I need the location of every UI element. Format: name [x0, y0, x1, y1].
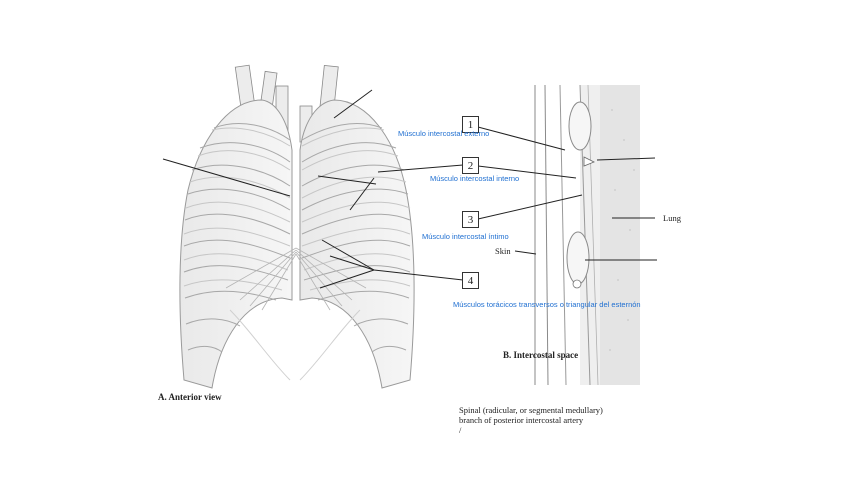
term-external-intercostal: Músculo intercostal externo	[398, 129, 490, 138]
term-transversus-thoracis: Músculos torácicos transversos o triangu…	[453, 300, 641, 309]
spinal-branch-line1: Spinal (radicular, or segmental medullar…	[459, 405, 603, 415]
leader-lines	[162, 89, 657, 289]
caption-anterior-view: A. Anterior view	[158, 392, 222, 402]
intercostal-space-section	[534, 84, 640, 386]
spinal-branch-line3: /	[459, 425, 462, 435]
label-box-2: 2	[462, 157, 479, 174]
term-innermost-intercostal: Músculo intercostal íntimo	[422, 232, 509, 241]
lung-label: Lung	[663, 213, 681, 223]
spinal-branch-line2: branch of posterior intercostal artery	[459, 415, 584, 425]
label-box-1: 1	[462, 116, 479, 133]
rib-cage	[179, 64, 415, 389]
label-box-4: 4	[462, 272, 479, 289]
caption-intercostal-space: B. Intercostal space	[503, 350, 579, 360]
skin-label: Skin	[495, 246, 511, 256]
term-internal-intercostal: Músculo intercostal interno	[430, 174, 520, 183]
label-box-3: 3	[462, 211, 479, 228]
